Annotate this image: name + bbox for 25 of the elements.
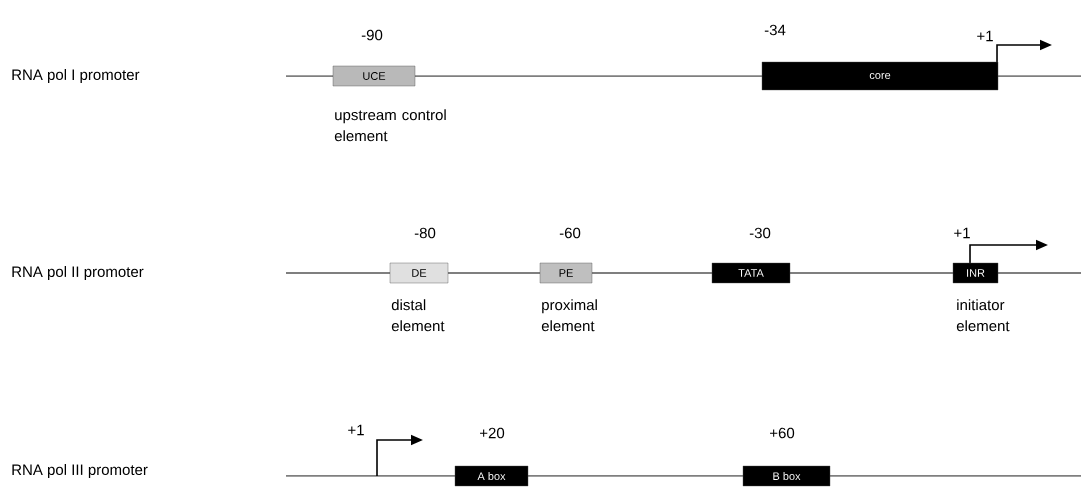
position-label: -90 [361,29,383,41]
element-description: distal element [391,299,445,332]
position-label: +1 [348,424,364,436]
position-label: -80 [414,227,436,239]
row-label: RNA pol I promoter [12,69,140,83]
element-description: proximal element [541,299,597,332]
row-label: RNA pol II promoter [12,266,144,280]
row-label: RNA pol III promoter [12,464,148,478]
element-box: B box [742,465,831,487]
element-box: PE [539,262,593,284]
position-label: +20 [480,427,505,439]
element-description: initiator element [956,299,1010,332]
position-label: +1 [977,30,993,42]
element-box: INR [952,262,999,284]
position-label: +60 [770,427,795,439]
position-label: -60 [559,227,581,239]
element-box: UCE [332,65,416,87]
element-box: A box [454,465,529,487]
element-description: upstream control element [334,109,446,142]
element-box: TATA [711,262,791,284]
element-box: DE [389,262,449,284]
element-box: core [761,61,999,91]
position-label: -30 [749,227,771,239]
position-label: -34 [764,24,786,36]
position-label: +1 [954,227,970,239]
